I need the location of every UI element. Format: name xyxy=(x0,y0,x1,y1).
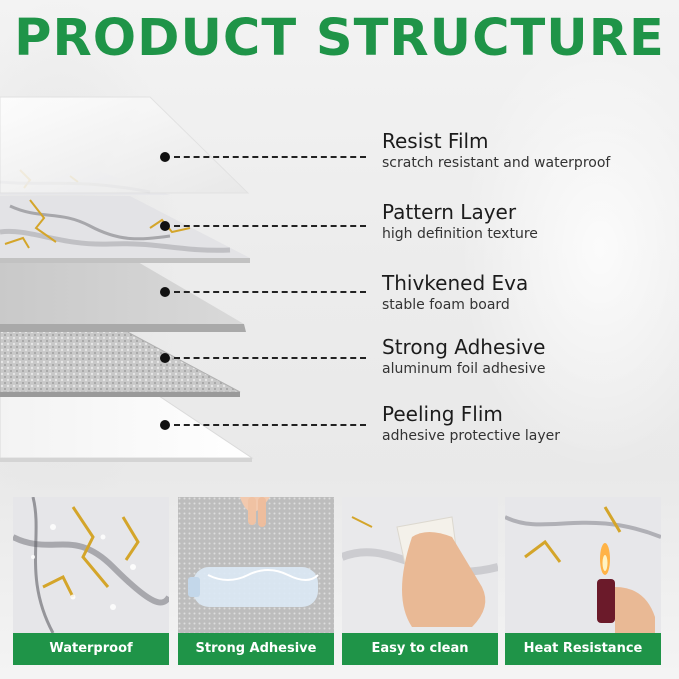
layer-label-peeling-film: Peeling Flim adhesive protective layer xyxy=(382,402,560,446)
water-bottle-icon xyxy=(178,497,334,633)
feature-tile-strong-adhesive: Strong Adhesive xyxy=(178,497,334,665)
feature-tile-waterproof: Waterproof xyxy=(13,497,169,665)
layer-name: Resist Film xyxy=(382,129,489,153)
layer-name: Peeling Flim xyxy=(382,402,503,426)
peeling-film-layer xyxy=(0,389,254,462)
layer-name: Strong Adhesive xyxy=(382,335,546,359)
layer-stack-illustration xyxy=(0,96,254,462)
leader-line-eva xyxy=(160,287,366,297)
layer-name: Thivkened Eva xyxy=(382,271,529,295)
layer-name: Pattern Layer xyxy=(382,200,517,224)
layer-description: aluminum foil adhesive xyxy=(382,361,546,377)
layer-label-resist-film: Resist Film scratch resistant and waterp… xyxy=(382,129,610,173)
water-drops-icon xyxy=(13,497,169,633)
layer-description: high definition texture xyxy=(382,226,538,242)
page-title: PRODUCT STRUCTURE xyxy=(14,9,665,68)
feature-tile-heat-resistance: Heat Resistance xyxy=(505,497,661,665)
leader-line-pattern-layer xyxy=(160,221,366,231)
leader-line-adhesive xyxy=(160,353,366,363)
feature-caption: Strong Adhesive xyxy=(178,633,334,665)
lighter-flame-icon xyxy=(505,497,661,633)
eva-foam-layer xyxy=(0,262,246,332)
layer-description: scratch resistant and waterproof xyxy=(382,155,611,171)
leader-line-resist-film xyxy=(160,152,366,162)
layer-label-adhesive: Strong Adhesive aluminum foil adhesive xyxy=(382,335,545,379)
layer-description: adhesive protective layer xyxy=(382,428,561,444)
layer-label-eva: Thivkened Eva stable foam board xyxy=(382,271,528,315)
feature-tile-easy-to-clean: Easy to clean xyxy=(342,497,498,665)
resist-film-layer xyxy=(0,96,250,194)
leader-line-peeling-film xyxy=(160,420,366,430)
feature-caption: Waterproof xyxy=(13,633,169,665)
marble-pattern-layer xyxy=(0,196,250,263)
layer-description: stable foam board xyxy=(382,297,510,313)
cleaning-cloth-icon xyxy=(342,497,498,633)
layer-label-pattern-layer: Pattern Layer high definition texture xyxy=(382,200,538,244)
feature-caption: Heat Resistance xyxy=(505,633,661,665)
feature-caption: Easy to clean xyxy=(342,633,498,665)
